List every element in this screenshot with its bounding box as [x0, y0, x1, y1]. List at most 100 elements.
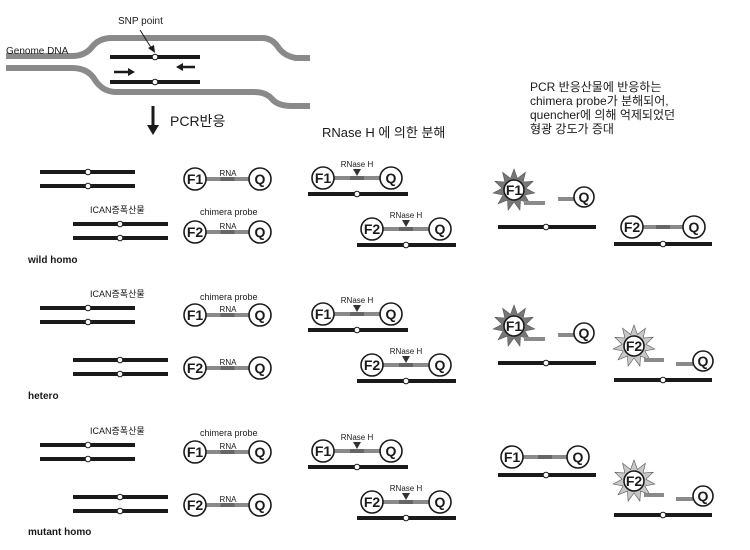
row3-probe2-quencher-label: Q [255, 497, 266, 513]
chimera-label-mutant: chimera probe [200, 428, 258, 438]
row3-hybrid1-probe-quencher-circle [379, 439, 403, 463]
row1-result2-snp [659, 240, 667, 248]
row3-hybrid1-probe-quencher-label: Q [386, 443, 397, 459]
row1-probe2-fluor-circle [183, 220, 207, 244]
row2-hybrid2-probe-fluor-label: F2 [364, 357, 381, 373]
row3-rnaseh-cut-1 [353, 442, 361, 449]
result-desc-line-1: PCR 반응산물에 반응하는 [530, 80, 662, 94]
snp-point-label: SNP point [118, 16, 163, 27]
row3-probe1-quencher-circle [248, 440, 272, 464]
row1-probe1-quencher-circle [248, 167, 272, 191]
row3-result1-probe-quencher-circle [566, 445, 590, 469]
pcr-arrow-head [147, 125, 159, 135]
row2-hybrid1-probe-fluor-circle [311, 302, 335, 326]
row3-probe2-rna-label: RNA [220, 495, 238, 504]
row2-snp-b1 [116, 356, 124, 364]
row1-probe2-rna-label: RNA [220, 222, 238, 231]
row3-probe1-fluor-label: F1 [187, 444, 204, 460]
primer-reverse-head [176, 63, 183, 71]
row2-result2-snp [659, 376, 667, 384]
row1-hybrid1-snp [353, 190, 361, 198]
snp-dot-top [151, 53, 159, 61]
row-title-mutant-homo: mutant homo [28, 527, 92, 538]
row3-f2-fluor-circle [623, 470, 645, 492]
row1-hybrid2-probe-fluor-circle [360, 217, 384, 241]
row3-hybrid2-probe-quencher-label: Q [435, 494, 446, 510]
ican-label-wild: ICAN증폭산물 [90, 205, 145, 215]
ican-label-hetero: ICAN증폭산물 [90, 289, 145, 299]
row2-q1-circle [573, 322, 595, 344]
row3-snp-b1 [116, 493, 124, 501]
row-title-wild-homo: wild homo [28, 255, 78, 266]
row2-probe2-fluor-label: F2 [187, 360, 204, 376]
row3-rnaseh-label-1: RNase H [341, 433, 374, 442]
row1-snp-b1 [116, 220, 124, 228]
row1-result2-probe-fluor-label: F2 [624, 219, 641, 235]
snp-pointer-line [139, 29, 153, 50]
row2-hybrid1-probe-quencher-label: Q [386, 306, 397, 322]
row1-probe1-fluor-circle [183, 167, 207, 191]
row1-f1-fluor-label: F1 [506, 182, 523, 198]
snp-dot-bottom [151, 78, 159, 86]
row2-f1-fluor-label: F1 [506, 318, 523, 334]
row3-hybrid1-snp [353, 463, 361, 471]
row3-probe2-fluor-circle [183, 493, 207, 517]
row3-result1-snp [542, 471, 550, 479]
row1-probe2-quencher-circle [248, 220, 272, 244]
row3-hybrid2-probe-fluor-label: F2 [364, 494, 381, 510]
row3-rnaseh-cut-2 [402, 493, 410, 500]
row1-rnaseh-label-2: RNase H [390, 211, 423, 220]
row2-probe1-fluor-circle [183, 303, 207, 327]
row2-rnaseh-cut-1 [353, 305, 361, 312]
row1-hybrid2-snp [402, 241, 410, 249]
row2-rnaseh-cut-2 [402, 356, 410, 363]
row1-hybrid2-probe-quencher-circle [428, 217, 452, 241]
row2-probe2-rna-label: RNA [220, 358, 238, 367]
ican-label-mutant: ICAN증폭산물 [90, 426, 145, 436]
row3-result1-probe-fluor-circle [500, 445, 524, 469]
row2-hybrid1-snp [353, 326, 361, 334]
row3-probe2-quencher-circle [248, 493, 272, 517]
row2-probe1-fluor-label: F1 [187, 307, 204, 323]
row2-probe2-quencher-circle [248, 356, 272, 380]
row2-probe1-quencher-circle [248, 303, 272, 327]
row3-probe1-fluor-circle [183, 440, 207, 464]
row1-probe2-fluor-label: F2 [187, 224, 204, 240]
row1-result2-probe-fluor-circle [620, 215, 644, 239]
row2-probe1-quencher-label: Q [255, 307, 266, 323]
row3-q2-circle [692, 485, 714, 507]
row1-probe1-rna-label: RNA [220, 169, 238, 178]
row3-f2-fluor-label: F2 [626, 473, 643, 489]
row1-result2-probe-quencher-circle [682, 215, 706, 239]
row1-probe1-quencher-label: Q [255, 171, 266, 187]
result-desc-line-4: 형광 강도가 증대 [530, 122, 614, 136]
snp-pointer-head [148, 45, 155, 53]
row3-result2-snp [659, 511, 667, 519]
row1-snp-a1 [84, 168, 92, 176]
primer-forward-head [128, 68, 135, 76]
genome-strand-top [6, 35, 310, 61]
row1-hybrid2-probe-fluor-label: F2 [364, 221, 381, 237]
row2-q2-circle [692, 350, 714, 372]
result-desc-line-2: chimera probe가 분해되어, [530, 94, 669, 108]
row1-hybrid1-probe-fluor-circle [311, 166, 335, 190]
row1-result1-snp [542, 223, 550, 231]
row2-hybrid2-probe-quencher-circle [428, 353, 452, 377]
row3-hybrid1-probe-fluor-circle [311, 439, 335, 463]
row2-snp-a1 [84, 304, 92, 312]
row2-probe2-quencher-label: Q [255, 360, 266, 376]
chimera-label-hetero: chimera probe [200, 292, 258, 302]
row2-f1-fluor-circle [503, 315, 525, 337]
row-title-hetero: hetero [28, 391, 59, 402]
row3-result1-probe-fluor-label: F1 [504, 449, 521, 465]
row1-rnaseh-label-1: RNase H [341, 160, 374, 169]
row3-snp-a2 [84, 455, 92, 463]
row1-result2-probe-quencher-label: Q [689, 219, 700, 235]
row1-probe1-fluor-label: F1 [187, 171, 204, 187]
row2-rnaseh-label-2: RNase H [390, 347, 423, 356]
pcr-reaction-label: PCR반응 [170, 113, 226, 129]
row2-probe2-fluor-circle [183, 356, 207, 380]
result-desc-line-3: quencher에 의해 억제되었던 [530, 108, 676, 122]
row1-hybrid1-probe-fluor-label: F1 [315, 170, 332, 186]
